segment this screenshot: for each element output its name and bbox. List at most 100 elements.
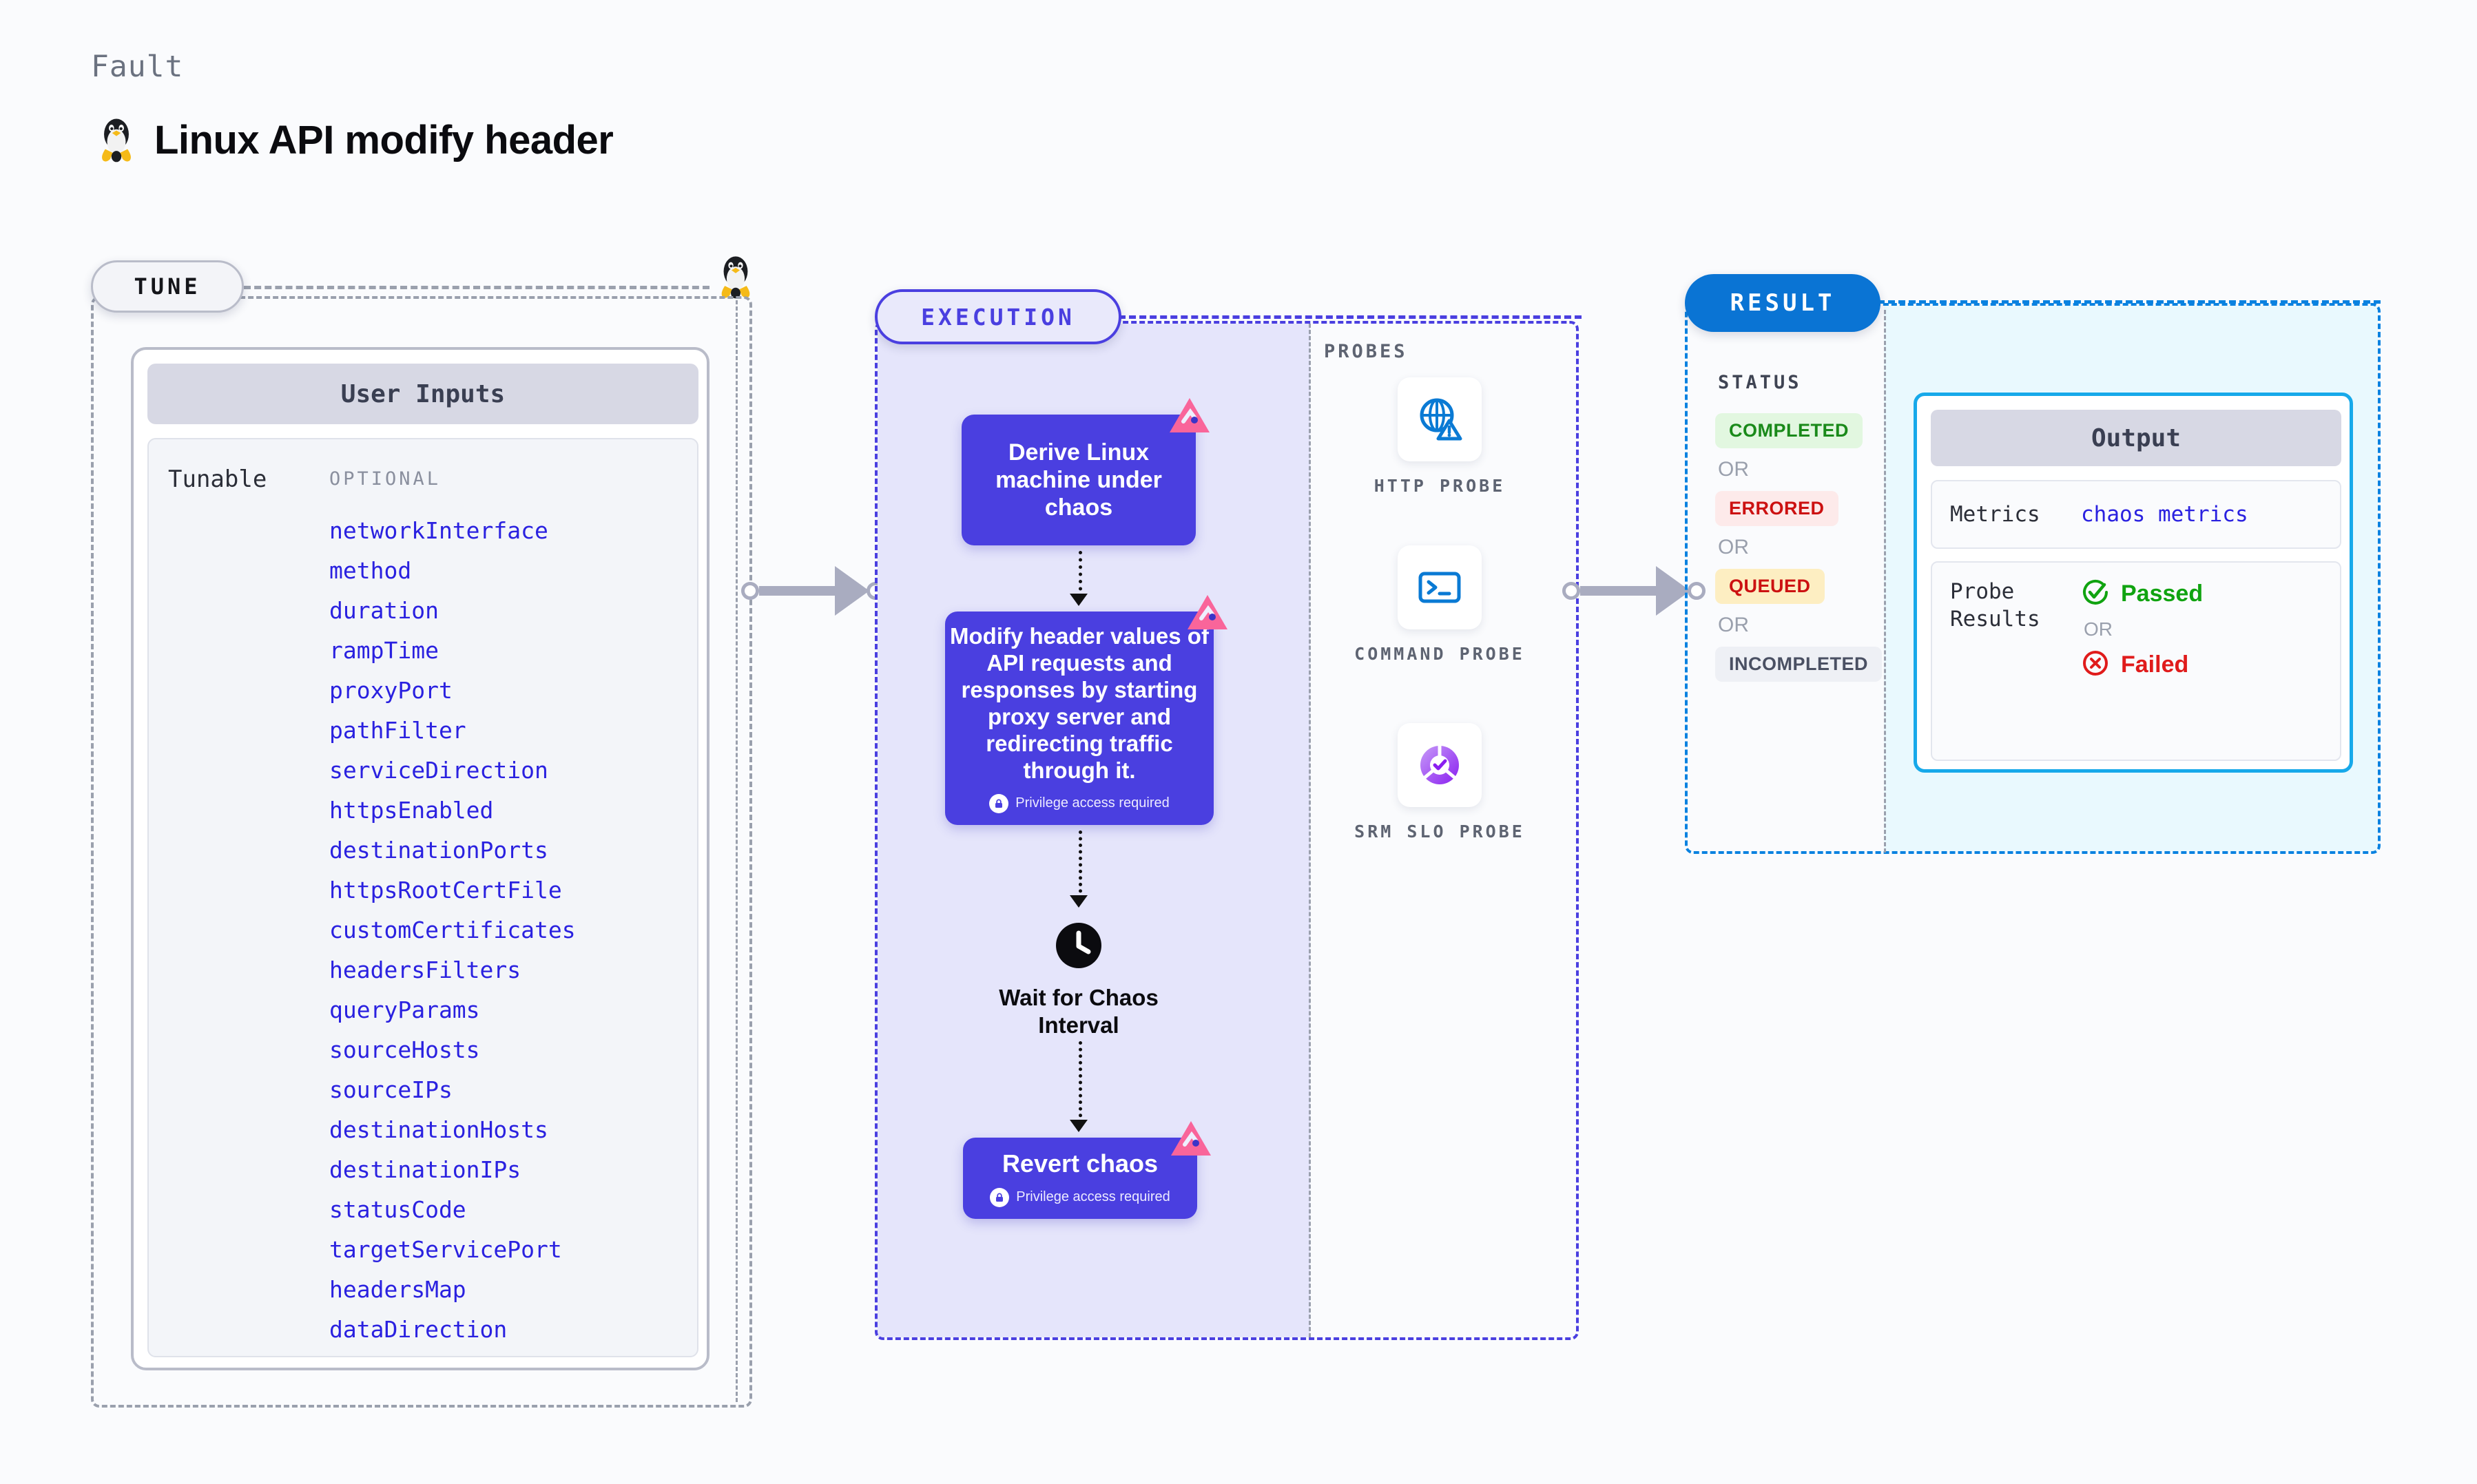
tunable-item[interactable]: sourceIPs xyxy=(329,1076,453,1103)
litmus-badge-icon xyxy=(1168,397,1211,435)
tunable-item[interactable]: rampTime xyxy=(329,637,439,664)
status-badge: COMPLETED xyxy=(1715,413,1863,448)
tunable-item[interactable]: pathFilter xyxy=(329,717,466,744)
status-or-label: OR xyxy=(1718,458,1749,481)
probe-srm-slo[interactable]: SRM SLO PROBE xyxy=(1350,723,1529,844)
execution-arrow-2 xyxy=(1079,830,1082,899)
probe-command[interactable]: COMMAND PROBE xyxy=(1350,545,1529,667)
user-inputs-title: User Inputs xyxy=(147,364,698,424)
probe-results-values: Passed OR Failed xyxy=(2081,578,2203,681)
execution-arrow-3 xyxy=(1079,1041,1082,1124)
result-inner-divider xyxy=(1884,310,1886,853)
tune-inner-divider xyxy=(736,300,738,1402)
probe-results-key: Probe Results xyxy=(1950,579,2040,632)
section-chip-tune[interactable]: TUNE xyxy=(91,260,244,313)
privilege-text: Privilege access required xyxy=(1015,795,1170,811)
wait-label: Wait for Chaos Interval xyxy=(999,985,1159,1038)
probe-result-passed: Passed xyxy=(2081,578,2203,610)
connector-bar xyxy=(1580,586,1657,596)
slo-check-icon xyxy=(1398,723,1482,807)
failed-label: Failed xyxy=(2121,651,2189,678)
tunable-item[interactable]: destinationIPs xyxy=(329,1156,521,1183)
tunable-item[interactable]: httpsRootCertFile xyxy=(329,877,562,903)
terminal-icon xyxy=(1398,545,1482,629)
tunable-item[interactable]: customCertificates xyxy=(329,917,576,943)
output-title: Output xyxy=(1931,410,2341,466)
status-badge: INCOMPLETED xyxy=(1715,647,1883,682)
probe-label: COMMAND PROBE xyxy=(1354,644,1525,664)
tunable-item[interactable]: destinationHosts xyxy=(329,1116,548,1143)
globe-warning-icon xyxy=(1398,377,1482,461)
execution-lead-line xyxy=(1119,315,1582,319)
lock-icon xyxy=(989,793,1009,813)
probe-label: SRM SLO PROBE xyxy=(1354,822,1525,842)
status-title: STATUS xyxy=(1718,372,1802,393)
tunable-item[interactable]: targetServicePort xyxy=(329,1236,562,1263)
connector-execution-to-result xyxy=(1562,566,1706,616)
section-chip-execution[interactable]: EXECUTION xyxy=(875,289,1121,344)
litmus-badge-icon xyxy=(1186,594,1229,632)
tunable-item[interactable]: httpsEnabled xyxy=(329,797,494,824)
tunable-item[interactable]: networkInterface xyxy=(329,517,548,544)
tunable-item[interactable]: queryParams xyxy=(329,996,480,1023)
connector-bar xyxy=(759,586,836,596)
tunable-item[interactable]: proxyPort xyxy=(329,677,453,704)
privilege-note: Privilege access required xyxy=(990,1188,1170,1208)
execution-probes-divider xyxy=(1309,324,1311,1337)
clock-icon xyxy=(1055,921,1103,973)
execution-node-modify-header[interactable]: Modify header values of API requests and… xyxy=(945,595,1227,825)
privilege-text: Privilege access required xyxy=(1016,1189,1170,1205)
probe-result-failed: Failed xyxy=(2081,649,2203,681)
tunable-panel: Tunable OPTIONAL networkInterface method d… xyxy=(147,438,698,1357)
page-title-row: Linux API modify header xyxy=(96,116,614,164)
execution-arrow-1 xyxy=(1079,551,1082,598)
status-or-label: OR xyxy=(1718,536,1749,558)
tunable-label: Tunable xyxy=(168,466,267,493)
execution-node-derive-machine[interactable]: Derive Linux machine under chaos xyxy=(962,398,1210,545)
execution-node-label: Modify header values of API requests and… xyxy=(950,623,1209,783)
probe-result-or: OR xyxy=(2084,618,2113,640)
status-badge: ERRORED xyxy=(1715,491,1838,526)
tunable-item[interactable]: dataDirection xyxy=(329,1316,508,1343)
tune-linux-penguin-icon xyxy=(716,253,755,304)
privilege-note: Privilege access required xyxy=(989,793,1170,813)
linux-penguin-icon xyxy=(96,116,136,164)
passed-label: Passed xyxy=(2121,581,2204,607)
tune-lead-line xyxy=(244,286,709,289)
output-probe-results-row: Probe Results Passed OR xyxy=(1931,561,2341,761)
x-circle-icon xyxy=(2081,649,2110,681)
execution-node-label: Revert chaos xyxy=(1002,1149,1159,1178)
probe-label: HTTP PROBE xyxy=(1374,476,1506,496)
tunable-item[interactable]: headersMap xyxy=(329,1276,466,1303)
result-section-boundary xyxy=(1685,303,2381,854)
status-list: COMPLETED OR ERRORED OR QUEUED OR INCOMPLETED xyxy=(1715,413,1883,682)
status-or-label: OR xyxy=(1718,614,1749,636)
metrics-value-link[interactable]: chaos metrics xyxy=(2081,502,2248,527)
tunable-item[interactable]: destinationPorts xyxy=(329,837,548,864)
output-card: Output Metrics chaos metrics Probe Resul… xyxy=(1914,393,2353,773)
tunable-item[interactable]: serviceDirection xyxy=(329,757,548,784)
connector-tune-to-execution xyxy=(741,566,884,616)
execution-node-revert-chaos[interactable]: Revert chaos Privilege access required xyxy=(963,1121,1211,1219)
tunable-item[interactable]: headersFilters xyxy=(329,957,521,983)
probe-http[interactable]: HTTP PROBE xyxy=(1350,377,1529,499)
lock-icon xyxy=(990,1188,1010,1208)
tunable-item[interactable]: statusCode xyxy=(329,1196,466,1223)
output-metrics-row: Metrics chaos metrics xyxy=(1931,480,2341,549)
execution-arrow-head-1 xyxy=(1070,594,1088,606)
execution-arrow-head-3 xyxy=(1070,1120,1088,1132)
execution-node-label: Derive Linux machine under chaos xyxy=(995,439,1162,521)
optional-label: OPTIONAL xyxy=(329,468,442,490)
result-lead-line xyxy=(1878,300,2381,304)
litmus-badge-icon xyxy=(1170,1120,1212,1158)
tunable-list: networkInterface method duration rampTime pr… xyxy=(329,511,576,1350)
tunable-item[interactable]: duration xyxy=(329,597,439,624)
execution-arrow-head-2 xyxy=(1070,895,1088,908)
execution-section-boundary xyxy=(875,321,1579,1340)
status-badge: QUEUED xyxy=(1715,569,1825,604)
section-chip-result[interactable]: RESULT xyxy=(1685,274,1880,332)
user-inputs-card: User Inputs Tunable OPTIONAL networkInte… xyxy=(131,347,709,1370)
tunable-item[interactable]: method xyxy=(329,557,412,584)
tunable-item[interactable]: sourceHosts xyxy=(329,1036,480,1063)
